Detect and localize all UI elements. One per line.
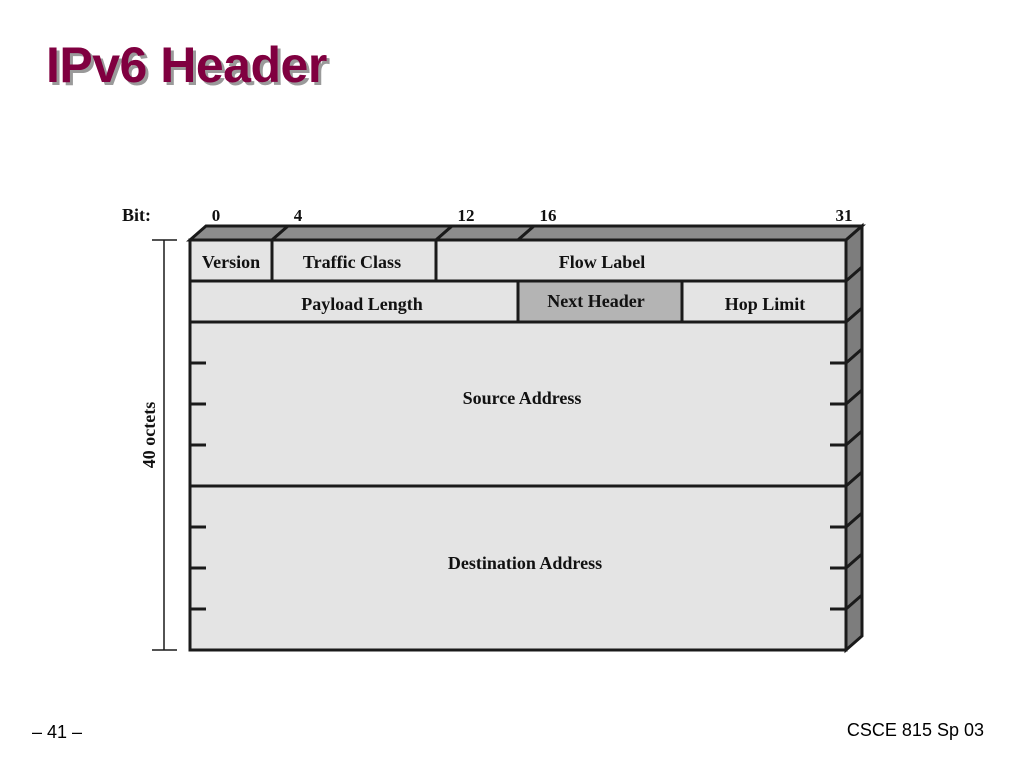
address-word-ticks <box>190 361 846 611</box>
source-address-label: Source Address <box>463 388 582 408</box>
octets-bracket <box>152 239 177 651</box>
traffic-class-label: Traffic Class <box>303 252 401 272</box>
octets-label: 40 octets <box>139 402 159 468</box>
course-label: CSCE 815 Sp 03 <box>846 720 984 740</box>
bit-position-31: 31 <box>836 206 853 225</box>
page-number: – 41 – <box>32 722 83 742</box>
diagram-top-face <box>186 224 866 242</box>
bit-label: Bit: <box>122 205 151 225</box>
slide-title: IPv6 Header <box>46 37 327 93</box>
bit-position-16: 16 <box>540 206 557 225</box>
side-face-ticks <box>845 265 863 611</box>
bit-position-0: 0 <box>212 206 221 225</box>
destination-address-field <box>188 484 848 652</box>
top-face-segment <box>268 224 456 242</box>
top-face-segment <box>514 224 866 242</box>
version-label: Version <box>202 252 260 272</box>
destination-address-label: Destination Address <box>448 553 602 573</box>
next-header-label: Next Header <box>547 291 644 311</box>
bit-position-4: 4 <box>294 206 303 225</box>
bit-position-12: 12 <box>458 206 475 225</box>
flow-label-field <box>434 238 848 283</box>
payload-length-label: Payload Length <box>301 294 423 314</box>
flow-label-label: Flow Label <box>559 252 646 272</box>
hop-limit-label: Hop Limit <box>725 294 806 314</box>
traffic-class-field <box>270 238 438 283</box>
